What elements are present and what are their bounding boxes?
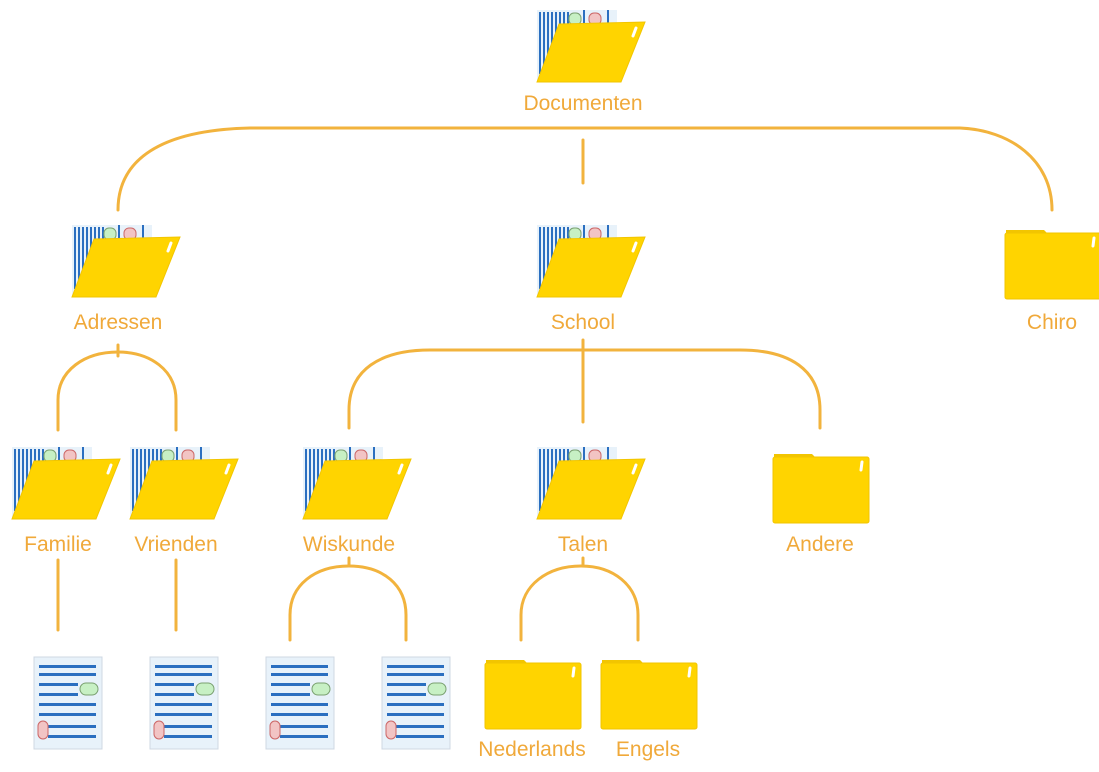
connector-school-children <box>347 348 822 430</box>
document-icon <box>149 656 219 750</box>
node-label-engels: Engels <box>615 738 681 761</box>
connector-lines <box>56 126 1054 642</box>
connector-documenten-children <box>116 126 1054 212</box>
open-folder-icon <box>302 447 412 520</box>
open-folder-icon <box>536 225 646 298</box>
closed-folder-icon <box>600 660 698 730</box>
node-label-talen: Talen <box>557 533 609 556</box>
document-icon <box>33 656 103 750</box>
node-label-wiskunde: Wiskunde <box>302 533 396 556</box>
connector-talen-children <box>519 564 640 642</box>
closed-folder-icon <box>1004 230 1099 300</box>
document-icon <box>265 656 335 750</box>
open-folder-icon <box>536 10 646 83</box>
open-folder-icon <box>71 225 181 298</box>
open-folder-icon <box>11 447 121 520</box>
closed-folder-icon <box>772 454 870 524</box>
node-label-chiro: Chiro <box>1026 311 1078 334</box>
connector-adressen-children <box>56 350 178 432</box>
node-label-vrienden: Vrienden <box>134 533 218 556</box>
node-label-school: School <box>550 311 616 334</box>
connector-wiskunde-children <box>288 564 408 642</box>
document-icon <box>381 656 451 750</box>
node-icons <box>11 10 1099 750</box>
node-label-adressen: Adressen <box>73 311 163 334</box>
open-folder-icon <box>129 447 239 520</box>
node-label-documenten: Documenten <box>523 92 643 115</box>
open-folder-icon <box>536 447 646 520</box>
node-label-andere: Andere <box>786 533 854 556</box>
node-label-nederlands: Nederlands <box>478 738 586 761</box>
node-label-familie: Familie <box>24 533 92 556</box>
closed-folder-icon <box>484 660 582 730</box>
